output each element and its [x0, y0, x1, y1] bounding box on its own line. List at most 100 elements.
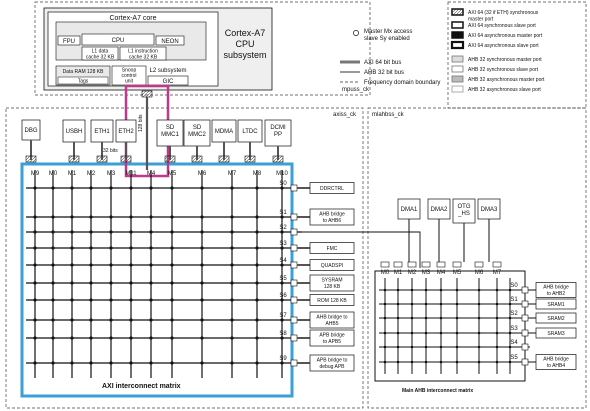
axi-bus-legend-label: AXI 64 bit bus	[364, 60, 401, 66]
l1-data-box	[81, 46, 119, 61]
ahb-connection-dot-3-5	[455, 331, 459, 335]
axi-connection-dot-5-6	[149, 281, 153, 285]
region-labels: axiss_ck mlahbss_ck AXI interconnect mat…	[102, 112, 473, 394]
tags-box	[57, 76, 109, 85]
axi-master-label-5-0: SD	[193, 125, 202, 131]
axi-slave-label-9-1: debug APB	[319, 364, 345, 370]
axi-port-label-6: M4	[147, 171, 156, 177]
axi-master-port-0	[25, 155, 37, 163]
axi-connection-dot-5-5	[129, 281, 133, 285]
axi-slave-port-4	[290, 261, 298, 269]
axi-connection-dot-2-4	[109, 230, 113, 234]
axi-master-label-6-0: MDMA	[215, 129, 233, 135]
ahb-connection-dot-5-2	[410, 360, 414, 364]
axi-connection-dot-0-9	[230, 186, 234, 190]
axi-connection-dot-9-1	[51, 361, 55, 365]
l2-subsystem-label: L2 subsystem	[149, 68, 186, 74]
axi-connection-dot-9-10	[255, 361, 259, 365]
axi-slave-port-7	[290, 316, 298, 324]
master-access-dot	[353, 30, 359, 36]
axi-crossbar-grid	[26, 170, 302, 378]
axi-port-label-8: M6	[198, 171, 207, 177]
axi-slave-port-2	[290, 228, 298, 236]
ahb-connection-dot-5-4	[439, 360, 443, 364]
cpu-labels: Cortex-A7 core FPU CPU NEON L1 data cach…	[63, 15, 370, 93]
mpuss-domain-label: mpuss_ck	[342, 87, 370, 93]
ahb-connection-dot-2-0	[383, 316, 387, 320]
ahb-connection-dot-5-6	[477, 360, 481, 364]
axi-connection-dot-1-1	[51, 215, 55, 219]
axi-slave-box-9	[309, 354, 355, 372]
axi-connection-dot-5-8	[200, 281, 204, 285]
axi-master-label-2-0: ETH1	[94, 129, 110, 135]
axi-connection-dot-0-8	[200, 186, 204, 190]
axi-master-port-1	[68, 155, 80, 163]
axi-slave-port-label-4: S4	[279, 258, 287, 264]
cpu-subsystem-label-2: CPU	[235, 39, 254, 49]
axi-connection-dot-6-3	[89, 298, 93, 302]
axi-connection-dot-7-6	[149, 318, 153, 322]
axi-master-port-5	[191, 155, 203, 163]
axi-port-label-3: M2	[87, 171, 96, 177]
ahb-slave-port-5	[521, 358, 529, 366]
axi-connection-dot-4-11	[280, 263, 284, 267]
axi-master-label-7-0: LTDC	[242, 129, 258, 135]
ahb-slave-box-1	[535, 298, 577, 310]
axi-connection-dot-2-10	[255, 230, 259, 234]
axi-port-label-10: M8	[253, 171, 262, 177]
legend-port-swatch-4	[451, 55, 464, 63]
axi-connection-dot-9-9	[230, 361, 234, 365]
axi-connection-dot-7-3	[89, 318, 93, 322]
ahb-bus-legend-label: AHB 32 bit bus	[364, 70, 404, 76]
axi-master-label-8-1: PP	[274, 132, 282, 138]
l1-instruction-label-1: L1 instruction	[128, 49, 158, 55]
axi-slave-box-8	[309, 329, 355, 347]
ahb-connection-dot-5-8	[508, 360, 512, 364]
axi-connection-dot-4-4	[109, 263, 113, 267]
axi-connection-dot-7-11	[280, 318, 284, 322]
ahb-connection-dot-3-2	[410, 331, 414, 335]
axi-connection-dot-9-3	[89, 361, 93, 365]
freq-boundary-legend-label: Frequency domain boundary	[364, 80, 440, 86]
axi-connection-dot-2-0	[33, 230, 37, 234]
axi-connection-dot-3-4	[109, 246, 113, 250]
axi-connection-dot-8-8	[200, 336, 204, 340]
axi-slave-label-5-1: 128 KB	[324, 284, 341, 290]
axi-connection-dot-8-4	[109, 336, 113, 340]
axi-connection-dot-2-1	[51, 230, 55, 234]
axi-slave-port-3	[290, 244, 298, 252]
ahb-connection-dot-1-5	[455, 302, 459, 306]
axi-connection-dot-4-1	[51, 263, 55, 267]
master-access-label-1: Master Mx access	[364, 29, 412, 35]
axi-connection-dot-8-5	[129, 336, 133, 340]
axi-slave-port-1	[290, 213, 298, 221]
ahb-connection-dot-1-7	[495, 302, 499, 306]
axi-connection-dot-3-3	[89, 246, 93, 250]
cpu-label: CPU	[112, 38, 125, 44]
axi-connection-dot-4-6	[149, 263, 153, 267]
ahb-master-label-2-0: OTG	[458, 204, 471, 210]
axi-slave-port-9	[290, 359, 298, 367]
axi-master-port-8	[272, 155, 284, 163]
ahb-connection-dot-0-2	[410, 288, 414, 292]
l1-data-label-1: L1 data	[92, 49, 109, 55]
ahb-master-port-0	[380, 261, 390, 268]
ahb-matrix-frame	[374, 270, 526, 382]
neon-label: NEON	[161, 39, 178, 45]
axi-connection-dot-1-6	[149, 215, 153, 219]
ahb-master-label-0-0: DMA1	[401, 207, 418, 213]
ahb-connection-dot-3-1	[396, 331, 400, 335]
axi-connection-dot-0-3	[89, 186, 93, 190]
ahb-connection-dot-4-5	[455, 345, 459, 349]
ahb-slave-port-label-5: S5	[510, 355, 518, 361]
axi-connection-dot-7-2	[70, 318, 74, 322]
axi-port-label-2: M1	[68, 171, 77, 177]
axi-master-box-5	[183, 119, 211, 147]
ahb-connection-dot-3-0	[383, 331, 387, 335]
axi-slave-port-label-0: S0	[279, 181, 287, 187]
ahb-master-label-1-0: DMA2	[431, 207, 448, 213]
ahb-connection-dot-1-3	[424, 302, 428, 306]
axi-connection-dot-6-7	[170, 298, 174, 302]
